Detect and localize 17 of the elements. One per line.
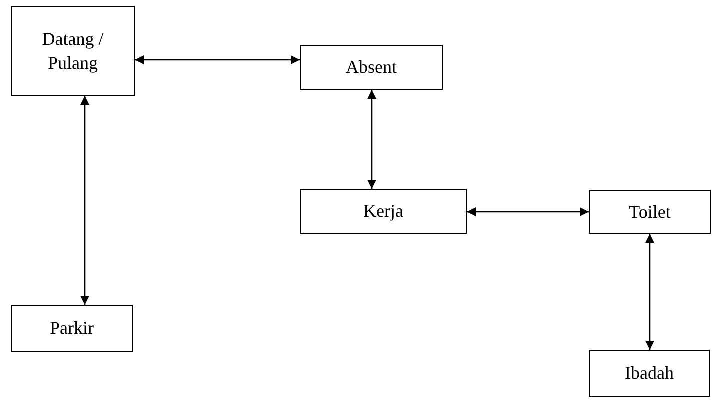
process-box [589, 350, 710, 397]
double-arrow [135, 56, 300, 64]
box-label: Kerja [364, 200, 404, 224]
box-label: Toilet [629, 200, 671, 224]
process-box [300, 45, 443, 90]
double-arrow [80, 96, 90, 305]
double-arrow [368, 90, 376, 189]
box-label: Parkir [50, 317, 94, 340]
process-box [11, 305, 133, 352]
process-box [11, 6, 135, 96]
box-label: Datang / Pulang [41, 28, 105, 75]
double-arrow [646, 234, 654, 350]
process-box [300, 189, 467, 234]
process-box [589, 190, 711, 234]
box-label: Absent [346, 56, 397, 80]
box-label: Ibadah [625, 362, 674, 386]
double-arrow [467, 208, 589, 216]
